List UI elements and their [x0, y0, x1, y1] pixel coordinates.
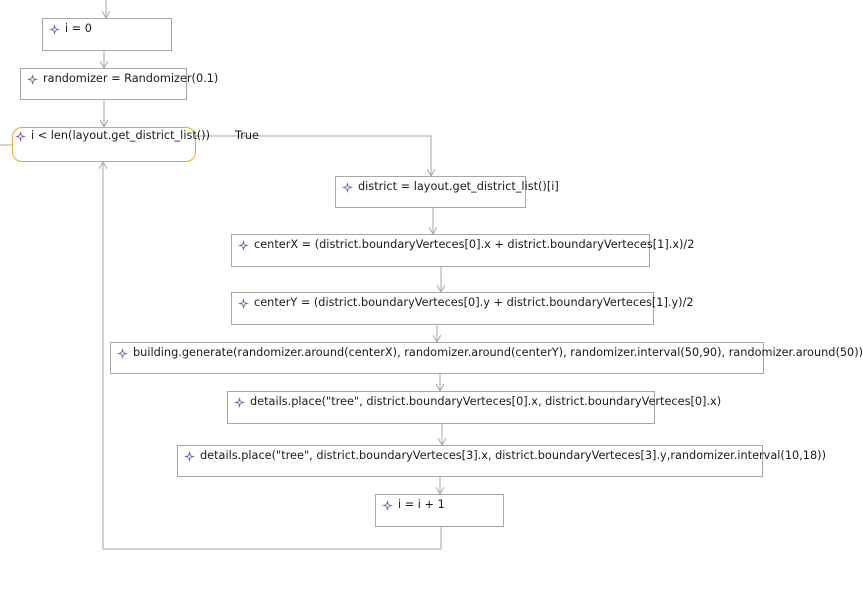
statement-diamond-icon	[184, 450, 195, 462]
flowchart-canvas: i = 0 randomizer = Randomizer(0.1) i < l…	[0, 0, 863, 550]
statement-diamond-icon	[27, 73, 38, 85]
flowchart-connectors	[0, 0, 800, 550]
node-label: i = 0	[65, 22, 92, 35]
node-district[interactable]: district = layout.get_district_list()[i]	[335, 176, 559, 208]
node-details-place-1[interactable]: details.place("tree", district.boundaryV…	[227, 391, 721, 424]
node-init-i[interactable]: i = 0	[42, 18, 172, 51]
node-centery[interactable]: centerY = (district.boundaryVerteces[0].…	[231, 292, 694, 325]
connector-loop-back	[103, 162, 442, 550]
connector-true-branch	[195, 135, 431, 176]
node-label: i = i + 1	[398, 498, 445, 511]
edge-label-true: True	[235, 129, 259, 142]
statement-diamond-icon	[238, 239, 249, 251]
node-label: building.generate(randomizer.around(cent…	[133, 346, 863, 359]
node-building-generate[interactable]: building.generate(randomizer.around(cent…	[110, 342, 863, 374]
statement-diamond-icon	[382, 499, 393, 511]
statement-diamond-icon	[342, 181, 353, 193]
node-label: centerY = (district.boundaryVerteces[0].…	[254, 296, 694, 309]
node-loop-condition[interactable]: i < len(layout.get_district_list())	[12, 127, 210, 162]
statement-diamond-icon	[234, 396, 245, 408]
node-randomizer[interactable]: randomizer = Randomizer(0.1)	[20, 68, 218, 100]
node-label: district = layout.get_district_list()[i]	[358, 180, 559, 193]
node-increment-i[interactable]: i = i + 1	[375, 494, 504, 527]
node-label: centerX = (district.boundaryVerteces[0].…	[254, 238, 695, 251]
node-label: details.place("tree", district.boundaryV…	[250, 395, 722, 408]
node-label: randomizer = Randomizer(0.1)	[43, 72, 219, 85]
node-details-place-2[interactable]: details.place("tree", district.boundaryV…	[177, 445, 826, 477]
node-label: details.place("tree", district.boundaryV…	[200, 449, 826, 462]
node-label: i < len(layout.get_district_list())	[31, 129, 210, 142]
statement-diamond-icon	[49, 23, 60, 35]
statement-diamond-icon	[117, 347, 128, 359]
statement-diamond-icon	[15, 130, 26, 142]
statement-diamond-icon	[238, 297, 249, 309]
node-centerx[interactable]: centerX = (district.boundaryVerteces[0].…	[231, 234, 694, 267]
